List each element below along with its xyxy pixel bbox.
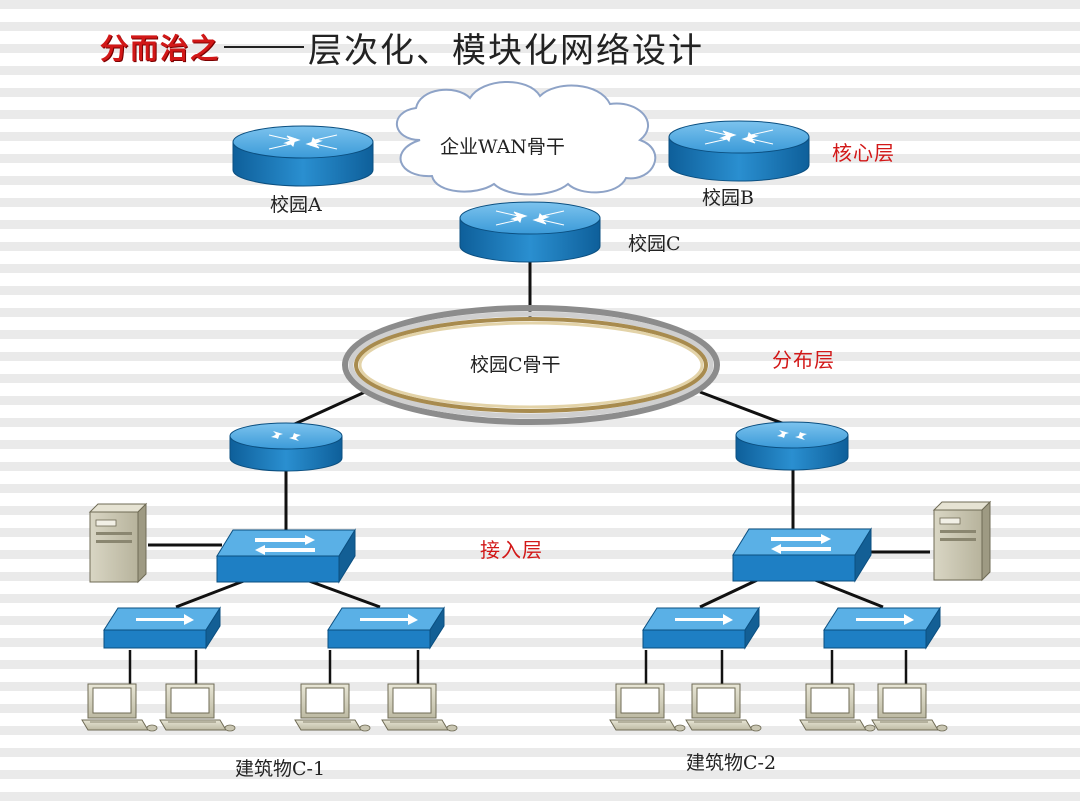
router-campus-b-icon: [668, 120, 810, 182]
pc-icon: [294, 683, 371, 732]
pc-icon: [871, 683, 948, 732]
wan-cloud: [396, 81, 657, 196]
building-c2-label: 建筑物C-2: [686, 752, 777, 774]
pc-icon: [81, 683, 158, 732]
wan-cloud-label: 企业WAN骨干: [440, 136, 565, 158]
router-dist-right-icon: [735, 421, 849, 471]
campus-c-ring: [342, 305, 720, 425]
server-left-icon: [89, 503, 147, 583]
access-switch-3-icon: [642, 607, 760, 649]
access-switch-2-icon: [327, 607, 445, 649]
pc-icon: [609, 683, 686, 732]
pc-icon: [381, 683, 458, 732]
router-campus-a-icon: [232, 125, 374, 187]
core-layer-label: 核心层: [832, 141, 895, 165]
link-ring-dist-left: [285, 390, 366, 430]
server-right-icon: [933, 501, 991, 581]
access-switch-1-icon: [103, 607, 221, 649]
campus-a-label: 校园A: [270, 194, 322, 216]
campus-b-label: 校园B: [702, 187, 754, 209]
router-dist-left-icon: [229, 422, 343, 472]
pc-icon: [159, 683, 236, 732]
ring-label: 校园C骨干: [470, 354, 561, 376]
router-campus-c-icon: [459, 201, 601, 263]
pc-links: [128, 650, 908, 686]
distribution-layer-label: 分布层: [772, 348, 835, 372]
title-emphasis: 分而治之: [100, 32, 221, 65]
switch-dist-right-icon: [732, 528, 872, 582]
title-main: 层次化、模块化网络设计: [308, 30, 705, 71]
access-switch-4-icon: [823, 607, 941, 649]
building-c1-label: 建筑物C-1: [235, 758, 326, 780]
pc-icon: [799, 683, 876, 732]
page-title: 分而治之 层次化、模块化网络设计: [100, 22, 704, 72]
pc-icon: [685, 683, 762, 732]
title-dash: [224, 46, 305, 48]
campus-c-label: 校园C: [628, 233, 681, 255]
switch-dist-left-icon: [216, 529, 356, 583]
access-layer-label: 接入层: [480, 538, 543, 562]
